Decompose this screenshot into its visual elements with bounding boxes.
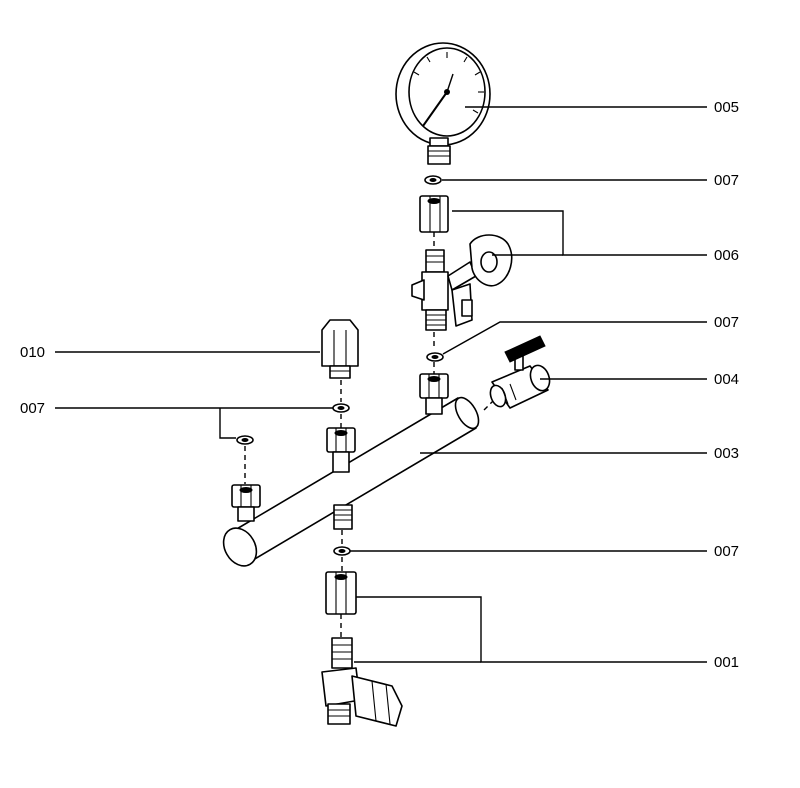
callout-007-left: 007 — [20, 400, 45, 417]
sealing-ring-bottom — [333, 530, 351, 572]
drain-assembly — [321, 571, 403, 727]
end-cap — [321, 319, 359, 379]
manifold-pipe — [222, 396, 480, 567]
sealing-ring-valve — [426, 332, 444, 374]
leader-lines — [55, 106, 707, 663]
manifold-fitting-left — [231, 484, 261, 522]
callout-007-gauge: 007 — [714, 172, 739, 189]
callout-006: 006 — [714, 247, 739, 264]
manifold-thread-bottom — [333, 504, 353, 530]
valve-assembly — [411, 195, 513, 331]
callout-007-valve: 007 — [714, 314, 739, 331]
callout-007-bottom: 007 — [714, 543, 739, 560]
sealing-rings-left — [236, 380, 350, 484]
callout-010: 010 — [20, 344, 45, 361]
manifold-fitting-top — [419, 373, 449, 415]
ball-valve — [483, 335, 551, 411]
callout-005: 005 — [714, 99, 739, 116]
sealing-ring-gauge — [424, 175, 442, 185]
callout-004: 004 — [714, 371, 739, 388]
callout-003: 003 — [714, 445, 739, 462]
callout-001: 001 — [714, 654, 739, 671]
callout-labels: 005 007 006 007 004 003 007 001 010 007 — [20, 99, 739, 671]
pressure-gauge — [395, 42, 491, 165]
